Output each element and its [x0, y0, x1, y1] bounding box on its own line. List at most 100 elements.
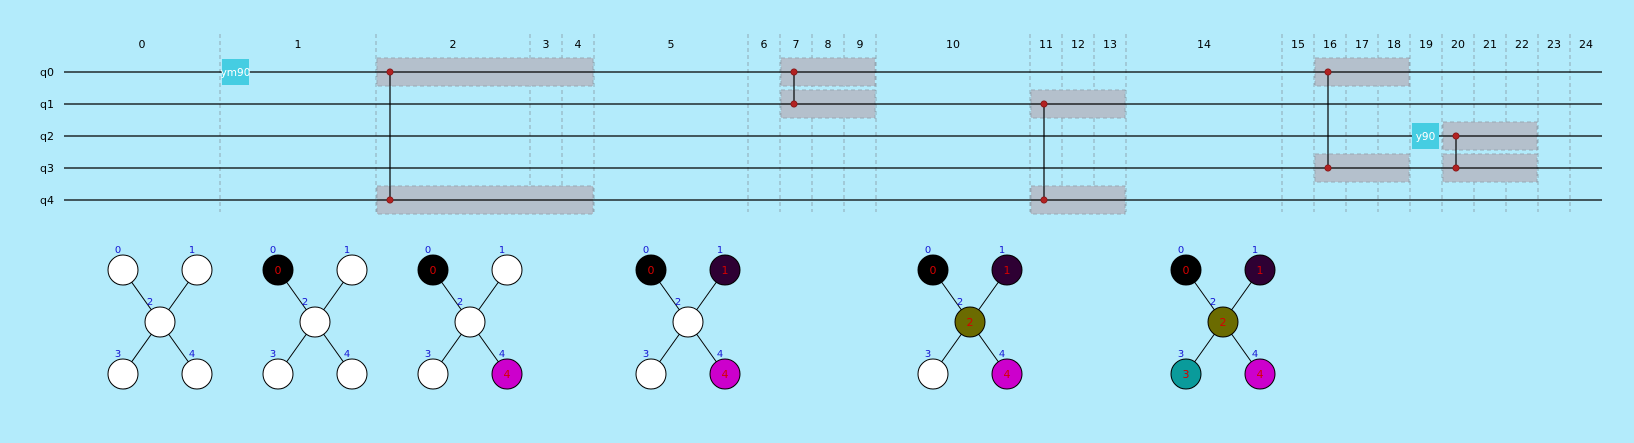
column-label: 23: [1547, 38, 1561, 51]
topology-node-id: 0: [925, 245, 931, 256]
topology-node-id: 0: [115, 245, 121, 256]
topology-node-id: 3: [1178, 349, 1184, 360]
column-label: 13: [1103, 38, 1117, 51]
topology-node-id: 1: [717, 245, 723, 256]
topology-node-id: 4: [344, 349, 350, 360]
qubit-label: q0: [40, 66, 54, 79]
column-label: 10: [946, 38, 960, 51]
topology-node-inner-label: 0: [1183, 264, 1190, 277]
column-label: 18: [1387, 38, 1401, 51]
single-qubit-gate: [222, 59, 249, 85]
control-dot: [1452, 132, 1460, 140]
topology-node: [1244, 254, 1276, 286]
topology-node-inner-label: 4: [1004, 368, 1011, 381]
topology-node-inner-label: 1: [1004, 264, 1011, 277]
topology-node: [917, 358, 949, 390]
topology-node-inner-label: 0: [275, 264, 282, 277]
topology-node: [417, 254, 449, 286]
topology-node: [336, 254, 368, 286]
topology-node-id: 2: [675, 297, 681, 308]
control-dot: [1452, 164, 1460, 172]
column-label: 7: [793, 38, 800, 51]
topology-node-inner-label: 3: [1183, 368, 1190, 381]
topology-node-id: 0: [270, 245, 276, 256]
column-label: 16: [1323, 38, 1337, 51]
topology-node-inner-label: 4: [722, 368, 729, 381]
column-label: 24: [1579, 38, 1593, 51]
column-label: 2: [450, 38, 457, 51]
topology-node-id: 4: [499, 349, 505, 360]
topology-node: [181, 254, 213, 286]
topology-node-id: 4: [717, 349, 723, 360]
topology-node: [991, 254, 1023, 286]
topology-node: [107, 358, 139, 390]
topology-node-inner-label: 4: [1257, 368, 1264, 381]
topology-node-id: 4: [1252, 349, 1258, 360]
column-label: 11: [1039, 38, 1053, 51]
topology-node: [991, 358, 1023, 390]
topology-node-id: 3: [115, 349, 121, 360]
topology-node: [635, 358, 667, 390]
control-dot: [1040, 100, 1048, 108]
topology-node-id: 3: [925, 349, 931, 360]
control-dot: [790, 68, 798, 76]
topology-node-id: 2: [957, 297, 963, 308]
topology-node: [454, 306, 486, 338]
topology-node: [262, 254, 294, 286]
control-dot: [1324, 68, 1332, 76]
topology-node-inner-label: 1: [1257, 264, 1264, 277]
topology-node-id: 2: [457, 297, 463, 308]
topology-node-inner-label: 0: [930, 264, 937, 277]
column-label: 1: [295, 38, 302, 51]
topology-node-id: 3: [643, 349, 649, 360]
column-label: 15: [1291, 38, 1305, 51]
topology-node-id: 0: [643, 245, 649, 256]
column-label: 0: [139, 38, 146, 51]
topology-node: [1244, 358, 1276, 390]
topology-node: [1207, 306, 1239, 338]
topology-node-id: 1: [189, 245, 195, 256]
topology-node: [709, 358, 741, 390]
topology-node: [491, 358, 523, 390]
topology-node-id: 1: [999, 245, 1005, 256]
topology-node: [917, 254, 949, 286]
column-label: 4: [575, 38, 582, 51]
column-label: 8: [825, 38, 832, 51]
column-label: 20: [1451, 38, 1465, 51]
column-label: 22: [1515, 38, 1529, 51]
column-label: 19: [1419, 38, 1433, 51]
topology-node: [672, 306, 704, 338]
topology-node-inner-label: 0: [648, 264, 655, 277]
topology-node-id: 0: [1178, 245, 1184, 256]
topology-node: [262, 358, 294, 390]
topology-node: [417, 358, 449, 390]
column-label: 21: [1483, 38, 1497, 51]
topology-node-id: 2: [1210, 297, 1216, 308]
topology-node: [954, 306, 986, 338]
column-label: 5: [668, 38, 675, 51]
topology-node-id: 1: [499, 245, 505, 256]
qubit-label: q4: [40, 194, 54, 207]
column-label: 12: [1071, 38, 1085, 51]
control-dot: [790, 100, 798, 108]
column-label: 3: [543, 38, 550, 51]
column-label: 14: [1197, 38, 1211, 51]
topology-node-id: 0: [425, 245, 431, 256]
qubit-label: q1: [40, 98, 54, 111]
topology-node: [635, 254, 667, 286]
topology-node: [491, 254, 523, 286]
topology-node-id: 3: [425, 349, 431, 360]
topology-node-inner-label: 1: [722, 264, 729, 277]
control-dot: [386, 68, 394, 76]
control-dot: [1324, 164, 1332, 172]
topology-node-inner-label: 0: [430, 264, 437, 277]
topology-node: [299, 306, 331, 338]
control-dot: [1040, 196, 1048, 204]
single-qubit-gate-label: y90: [1416, 131, 1436, 143]
topology-node-inner-label: 4: [504, 368, 511, 381]
topology-node-id: 2: [147, 297, 153, 308]
